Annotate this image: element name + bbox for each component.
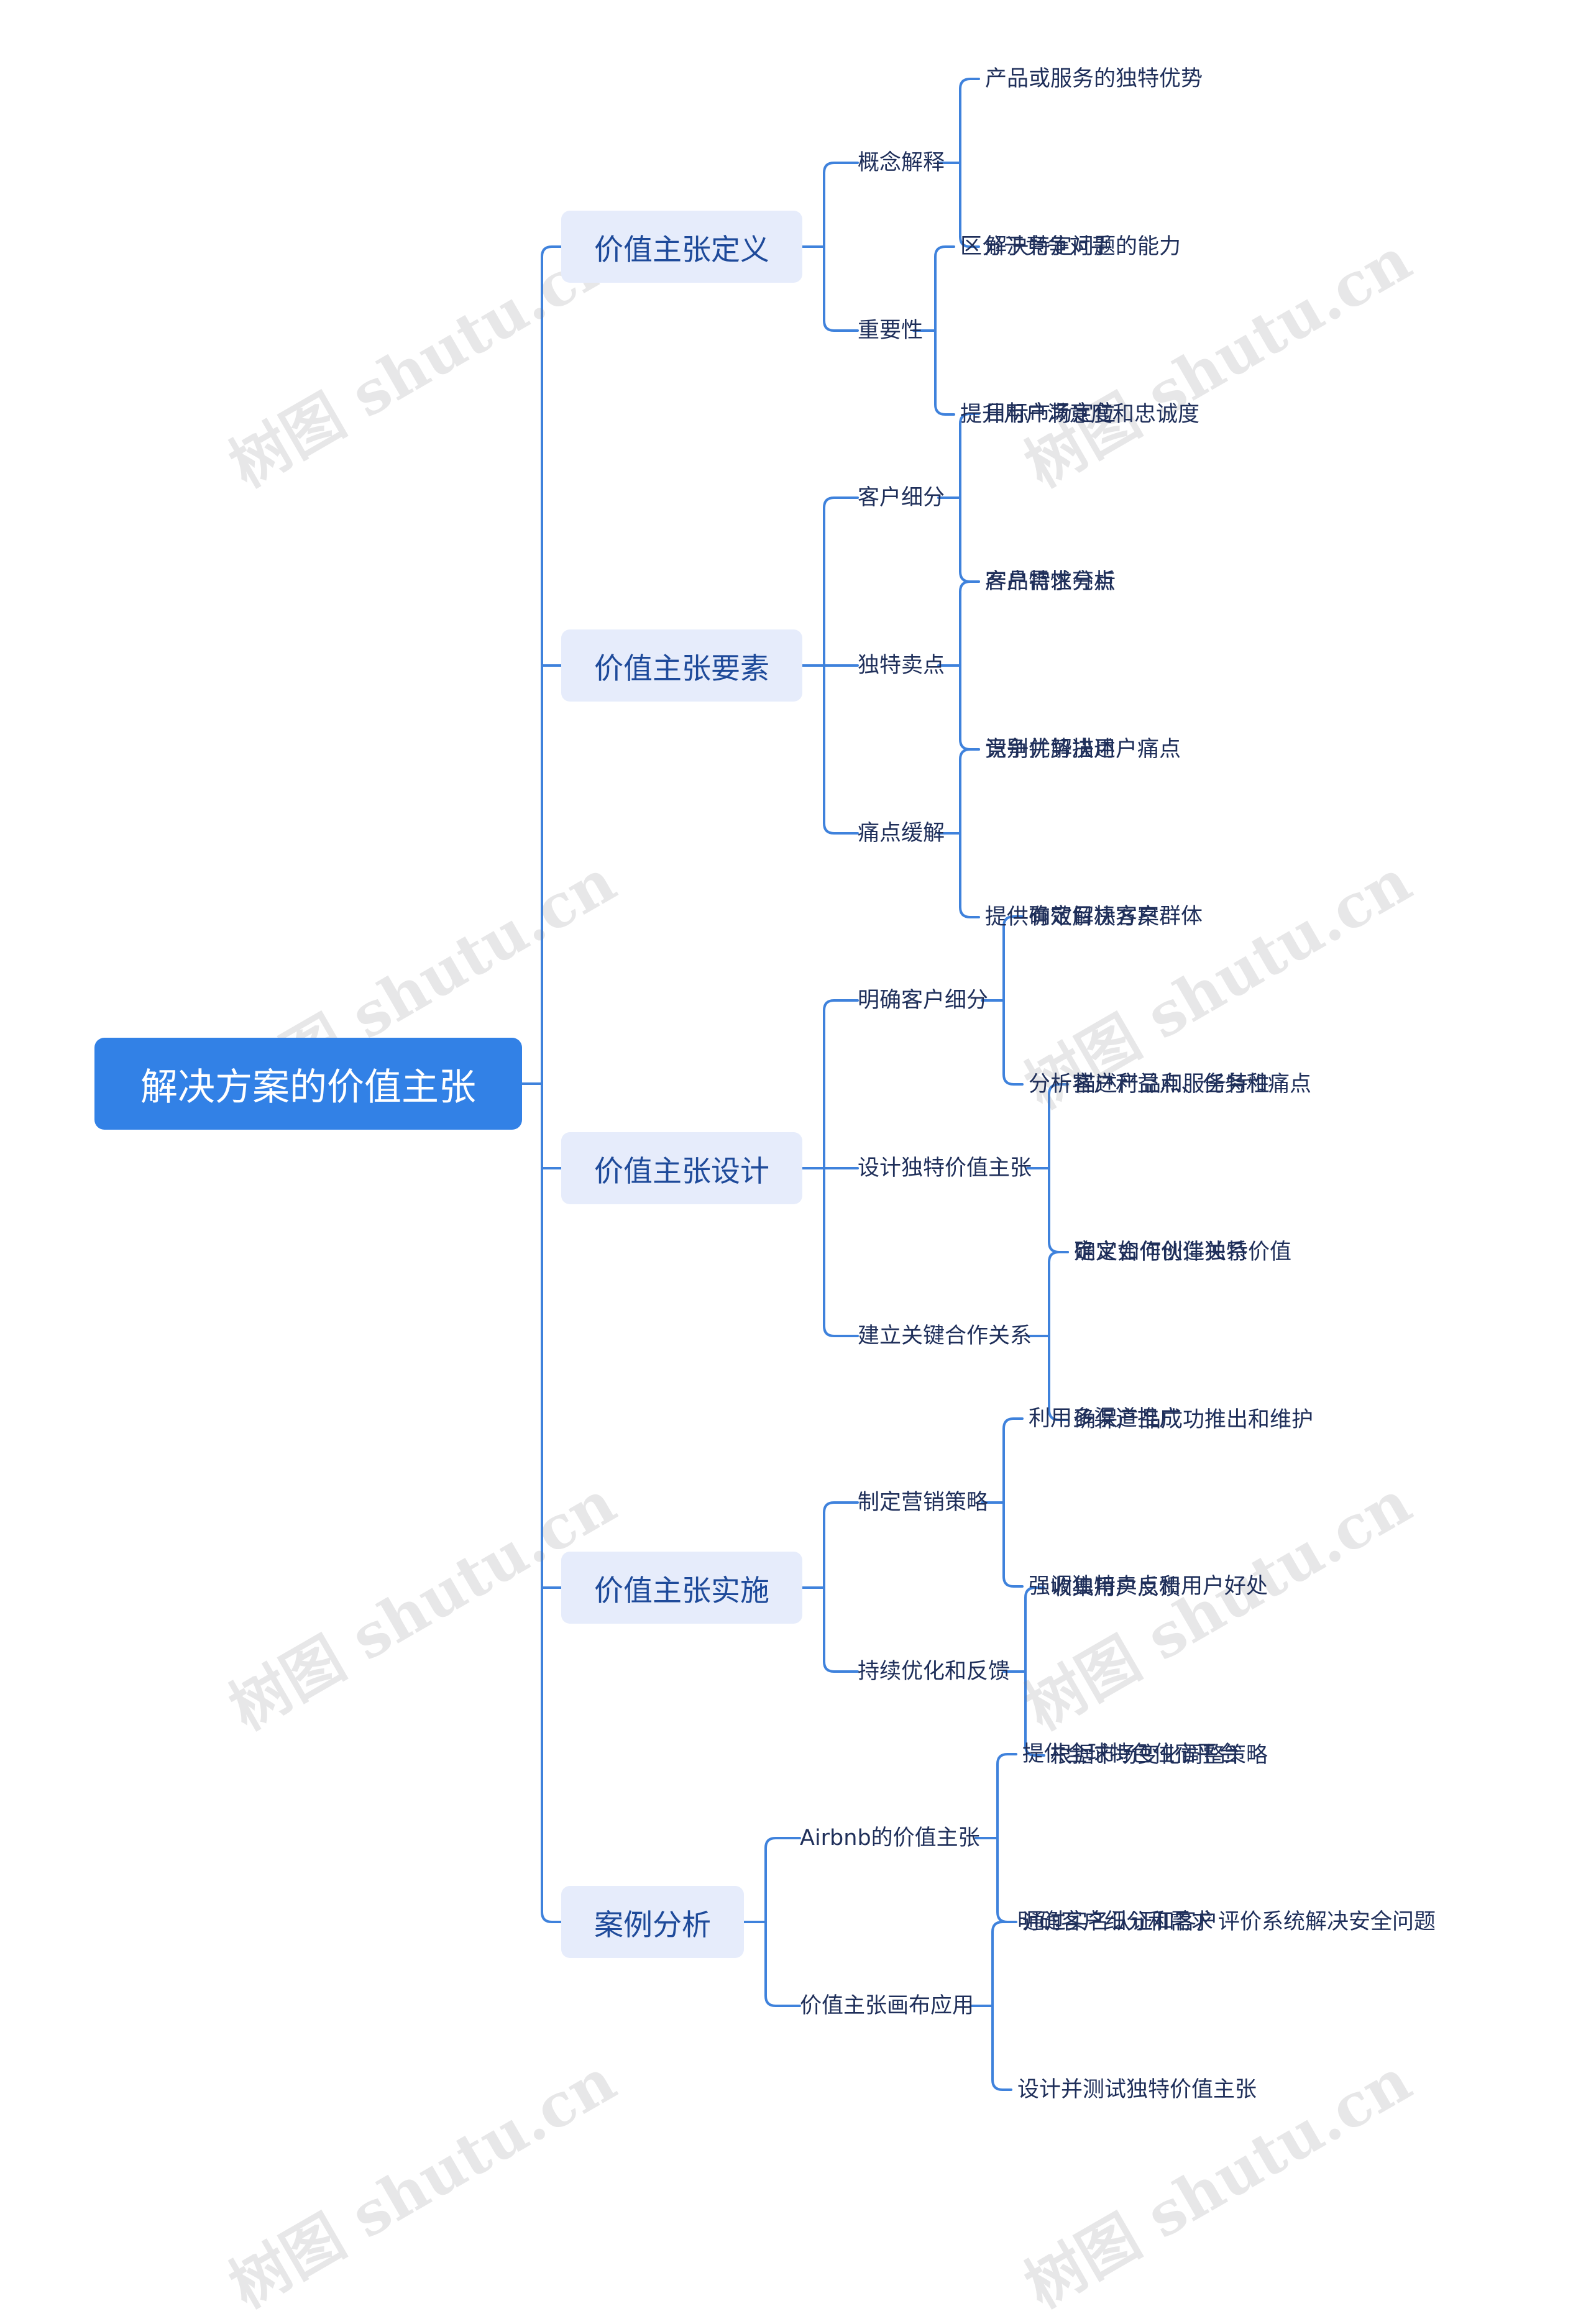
connector-line: [1002, 999, 1024, 1086]
sub-branch-node[interactable]: 客户细分: [858, 485, 945, 510]
sub-branch-node[interactable]: 独特卖点: [858, 653, 945, 678]
connector-line: [823, 496, 859, 667]
sub-branch-node[interactable]: 明确客户细分: [858, 988, 989, 1013]
sub-branch-node[interactable]: 概念解释: [858, 150, 945, 175]
connector-line: [996, 1753, 1017, 1839]
connector-line: [991, 2005, 1012, 2091]
connector-line: [959, 580, 980, 667]
connector-line: [996, 1837, 1017, 1923]
connector-line: [1048, 1335, 1069, 1421]
leaf-node[interactable]: 定义如何创造独特价值: [1074, 1240, 1292, 1265]
sub-branch-node[interactable]: 建立关键合作关系: [858, 1324, 1032, 1348]
connector-line: [991, 1921, 1012, 2007]
sub-branch-node[interactable]: 价值主张画布应用: [800, 1993, 974, 2018]
leaf-node[interactable]: 区分于竞争对手: [960, 234, 1113, 259]
leaf-node[interactable]: 强调独特卖点和用户好处: [1029, 1574, 1268, 1599]
connector-line: [1048, 1251, 1069, 1337]
connector-line: [1024, 1586, 1045, 1673]
connector-line: [959, 496, 980, 583]
connector-line: [1024, 1670, 1045, 1757]
connector-line: [823, 999, 859, 1169]
connector-line: [959, 413, 980, 499]
leaf-node[interactable]: 竞争优势描述: [985, 737, 1116, 762]
connector-line: [1002, 1501, 1024, 1588]
connector-line: [959, 664, 980, 751]
sub-branch-node[interactable]: 持续优化和反馈: [858, 1659, 1011, 1684]
leaf-node[interactable]: 利用多渠道推广: [1029, 1406, 1181, 1431]
leaf-node[interactable]: 客户需求分析: [985, 569, 1116, 594]
branch-node[interactable]: 价值主张定义: [561, 211, 802, 283]
connector-line: [959, 78, 980, 164]
connector-line: [823, 245, 859, 332]
connector-line: [959, 162, 980, 248]
leaf-node[interactable]: 确保产品成功推出和维护: [1074, 1407, 1314, 1432]
leaf-node[interactable]: 目标市场定位: [985, 401, 1116, 426]
branch-node[interactable]: 价值主张实施: [561, 1552, 802, 1624]
connector-line: [1048, 1083, 1069, 1169]
connector-line: [823, 664, 859, 835]
leaf-node[interactable]: 产品特性亮点: [985, 569, 1116, 594]
sub-branch-node[interactable]: Airbnb的价值主张: [800, 1826, 980, 1851]
connector-line: [541, 245, 562, 1085]
connector-line: [1048, 1167, 1069, 1253]
leaf-node[interactable]: 提供全球特色住宿平台: [1022, 1742, 1240, 1767]
connector-line: [541, 1082, 562, 1923]
sub-branch-node[interactable]: 制定营销策略: [858, 1490, 989, 1515]
leaf-node[interactable]: 明确客户细分和需求: [1017, 1910, 1214, 1934]
leaf-node[interactable]: 分析客户利益点、任务和痛点: [1029, 1072, 1312, 1097]
connector-line: [764, 1921, 801, 2007]
leaf-node[interactable]: 确定合作伙伴关系: [1074, 1240, 1249, 1265]
leaf-node[interactable]: 识别并解决用户痛点: [985, 737, 1181, 762]
connector-line: [823, 1501, 859, 1589]
leaf-node[interactable]: 提升用户满意度和忠诚度: [960, 402, 1200, 427]
connector-line: [934, 329, 955, 416]
leaf-node[interactable]: 描述产品和服务特性: [1074, 1072, 1270, 1097]
connector-lines: [521, 78, 1069, 2091]
connector-line: [823, 1167, 859, 1337]
connector-line: [959, 832, 980, 918]
leaf-node[interactable]: 提供有效解决方案: [985, 905, 1160, 930]
connector-line: [934, 245, 955, 332]
root-node[interactable]: 解决方案的价值主张: [94, 1038, 522, 1130]
leaf-node[interactable]: 设计并测试独特价值主张: [1017, 2077, 1257, 2102]
connector-line: [1002, 1417, 1024, 1504]
leaf-node[interactable]: 收集用户反馈: [1050, 1575, 1181, 1600]
leaf-node[interactable]: 通过实名认证和客户评价系统解决安全问题: [1022, 1910, 1436, 1934]
connector-line: [1002, 915, 1024, 1002]
branch-node[interactable]: 价值主张要素: [561, 629, 802, 702]
leaf-node[interactable]: 产品或服务的独特优势: [985, 66, 1203, 91]
branch-node[interactable]: 价值主张设计: [561, 1132, 802, 1204]
connector-line: [823, 162, 859, 248]
sub-branch-node[interactable]: 设计独特价值主张: [858, 1156, 1032, 1181]
connector-line: [959, 748, 980, 835]
leaf-node[interactable]: 确定目标客户群体: [1029, 904, 1203, 929]
sub-branch-node[interactable]: 痛点缓解: [858, 821, 945, 846]
sub-branch-node[interactable]: 重要性: [858, 318, 924, 343]
branch-node[interactable]: 案例分析: [561, 1886, 744, 1958]
connector-line: [823, 1586, 859, 1673]
leaf-node[interactable]: 根据市场变化调整策略: [1050, 1743, 1268, 1768]
connector-line: [764, 1837, 801, 1923]
leaf-node[interactable]: 解决特定问题的能力: [985, 234, 1181, 259]
